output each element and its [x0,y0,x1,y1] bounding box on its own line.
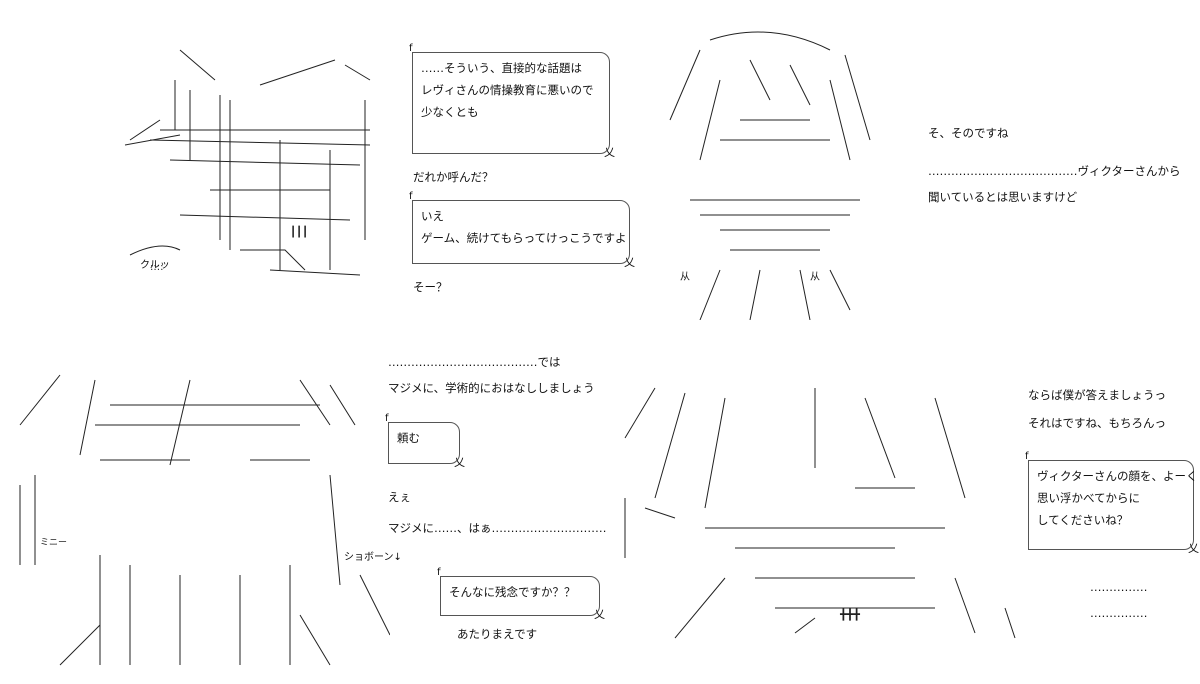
dialogue-line: 聞いているとは思いますけど [928,190,1078,204]
dialogue-line: そ、そのですね [928,126,1009,140]
bubble-line: そんなに残念ですか？？ [449,585,576,599]
sfx-shobon: ショボーン↓ [344,552,402,563]
bubble-line: してくださいね？ [1037,513,1129,527]
dialogue-line: そー？ [413,280,448,294]
svg-text:┃┃┃: ┃┃┃ [290,225,308,238]
bubble-line: 思い浮かべてからに [1037,491,1141,505]
bubble-line: 少なくとも [421,105,479,119]
speech-bubble-4: f そんなに残念ですか？？ 乂 [437,567,605,621]
ascii-art-character-4: ╋╋╋ [624,387,1016,639]
dialogue-dots: …………… [1090,606,1148,620]
dialogue-line: えぇ [388,490,411,504]
bubble-line: いえ [421,209,444,223]
speech-bubble-3: f 頼む 乂 [385,413,465,469]
dialogue-line: …………………………………では [388,355,561,369]
bubble-line: ゲーム、続けてもらってけっこうですよ [421,231,627,245]
svg-text:╋╋╋: ╋╋╋ [839,607,860,621]
svg-text:从: 从 [810,272,820,283]
ascii-art-character-1: :::: ┃┃┃ [124,49,371,276]
dialogue-line: だれか呼んだ？ [413,170,494,184]
speech-bubble-2: f いえ ゲーム、続けてもらってけっこうですよ 乂 [409,191,635,269]
bubble-line: レヴィさんの情操教育に悪いので [421,83,594,97]
dialogue-line: あたりまえです [457,627,538,641]
ascii-art-character-3: ミニー [19,374,390,666]
dialogue-line: ならば僕が答えましょうっ [1028,388,1166,402]
svg-text:::::: :::: [150,262,163,273]
ascii-art-character-2: 从 从 [669,31,871,320]
sfx-kuru: クルッ [140,260,170,271]
dialogue-dots: …………… [1090,580,1148,594]
svg-text:ミニー: ミニー [40,538,67,548]
bubble-line: ……そういう、直接的な話題は [421,61,582,75]
speech-bubble-1: f ……そういう、直接的な話題は レヴィさんの情操教育に悪いので 少なくとも 乂 [409,43,615,159]
dialogue-line: マジメに……、はぁ………………………… [388,521,607,535]
dialogue-line: …………………………………ヴィクターさんから [928,164,1181,178]
dialogue-line: マジメに、学術的におはなししましょう [388,381,595,395]
svg-text:从: 从 [680,272,690,283]
bubble-line: 頼む [397,431,420,445]
bubble-line: ヴィクターさんの顔を、よーく [1037,469,1198,483]
dialogue-line: それはですね、もちろんっ [1028,416,1166,430]
speech-bubble-5: f ヴィクターさんの顔を、よーく 思い浮かべてからに してくださいね？ 乂 [1025,451,1199,555]
